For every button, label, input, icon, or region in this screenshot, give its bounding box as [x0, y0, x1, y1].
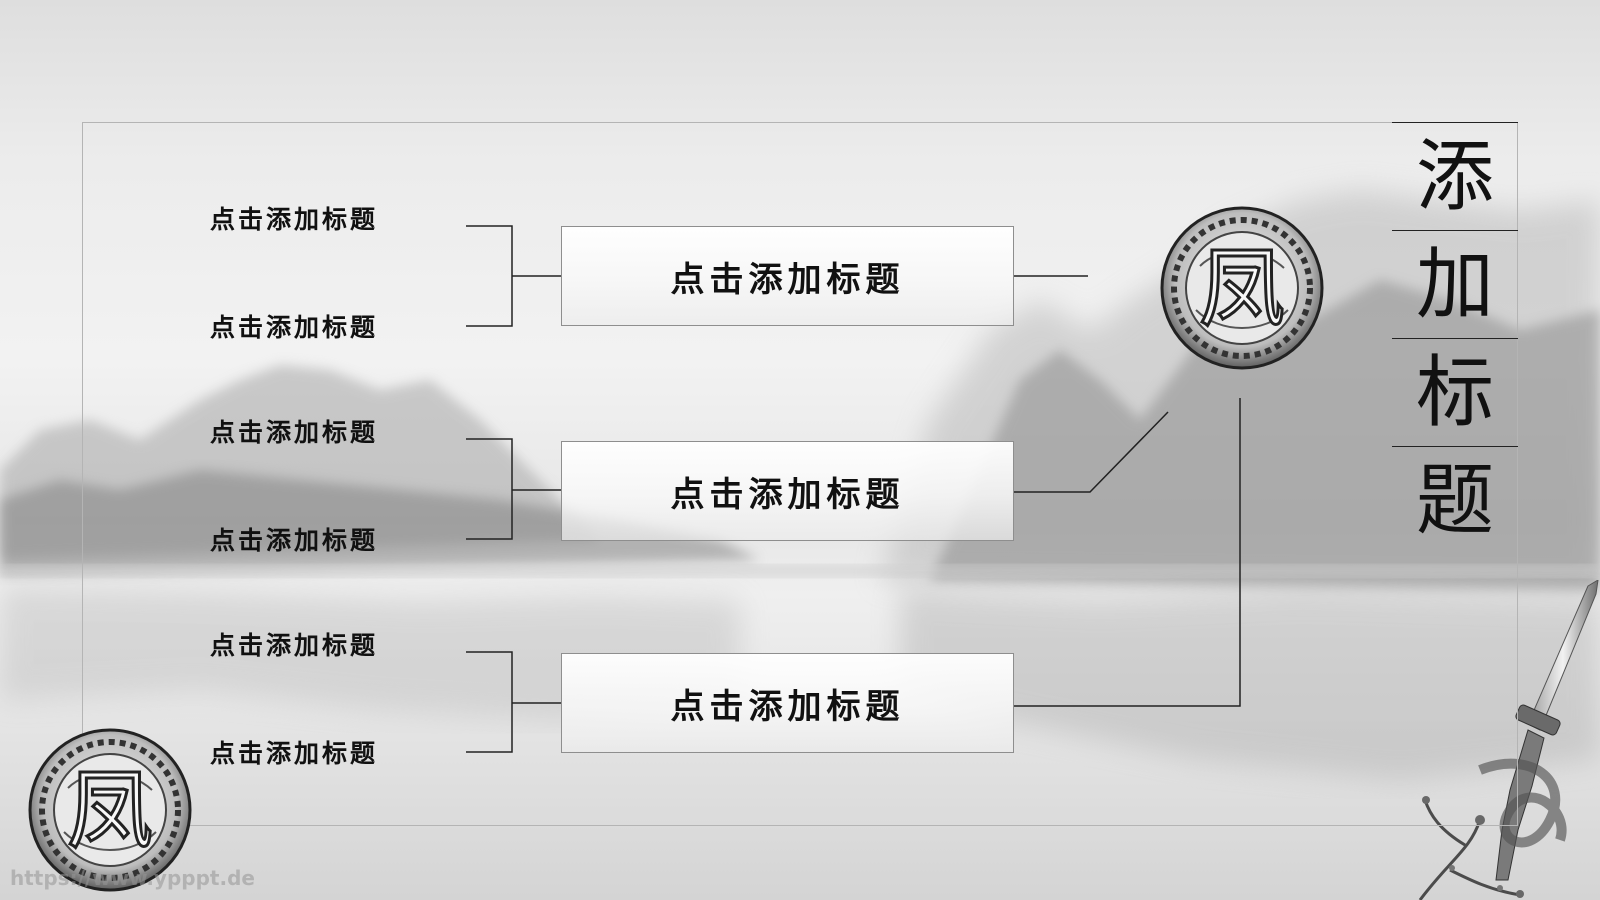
- sword-icon: [1478, 580, 1599, 881]
- svg-text:凤: 凤: [1199, 239, 1285, 339]
- input-label[interactable]: 点击添加标题: [210, 418, 379, 447]
- vertical-title-char: 标: [1392, 338, 1518, 446]
- input-label[interactable]: 点击添加标题: [210, 631, 379, 660]
- input-label[interactable]: 点击添加标题: [210, 313, 379, 342]
- diagram-frame: [82, 122, 1518, 826]
- title-box-2[interactable]: 点击添加标题: [561, 441, 1014, 541]
- vertical-title-char: 添: [1392, 122, 1518, 230]
- phoenix-seal-icon: 凤: [28, 728, 192, 892]
- vertical-title-char: 加: [1392, 230, 1518, 338]
- title-box-label: 点击添加标题: [670, 259, 905, 300]
- vertical-title[interactable]: 添 加 标 题: [1392, 122, 1518, 554]
- svg-text:凤: 凤: [67, 761, 153, 861]
- phoenix-seal-icon: 凤: [1160, 206, 1324, 370]
- watermark-text: https://www.ypppt.de: [10, 866, 255, 890]
- title-box-1[interactable]: 点击添加标题: [561, 226, 1014, 326]
- input-label[interactable]: 点击添加标题: [210, 205, 379, 234]
- vertical-title-char: 题: [1392, 446, 1518, 554]
- title-box-label: 点击添加标题: [670, 474, 905, 515]
- title-box-label: 点击添加标题: [670, 686, 905, 727]
- title-box-3[interactable]: 点击添加标题: [561, 653, 1014, 753]
- input-label[interactable]: 点击添加标题: [210, 739, 379, 768]
- input-label[interactable]: 点击添加标题: [210, 526, 379, 555]
- plum-blossom-icon: [1418, 796, 1524, 900]
